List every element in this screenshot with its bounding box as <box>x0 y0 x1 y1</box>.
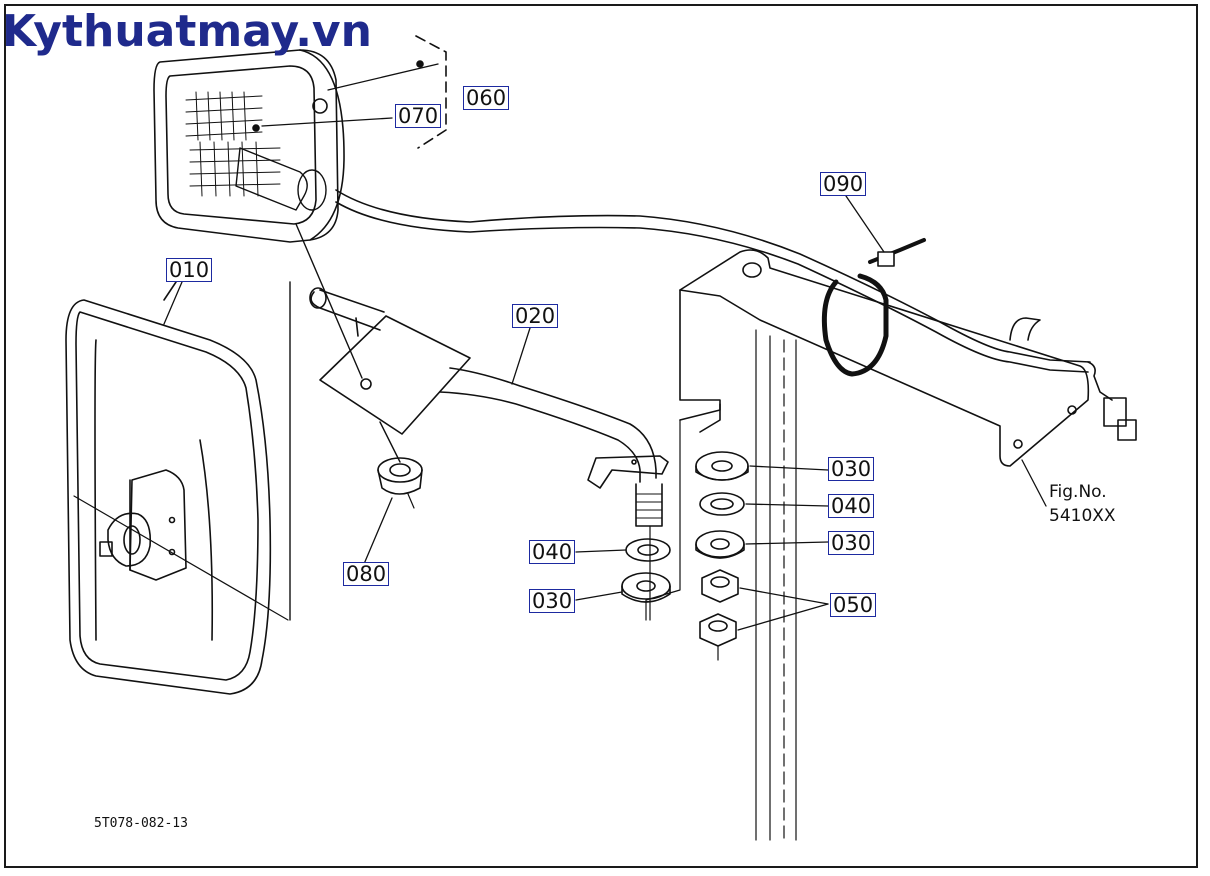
washer-040-upper <box>699 492 745 516</box>
nut-050-upper <box>701 569 739 603</box>
callout-bracket-060 <box>415 35 447 149</box>
drawing-frame <box>4 4 1198 868</box>
callout-040-lower[interactable]: 040 <box>529 540 576 564</box>
washer-030-upper <box>695 451 749 481</box>
lamp-wire <box>335 189 1091 363</box>
lamp-lens-grid <box>185 91 281 197</box>
grommet-080 <box>377 457 423 509</box>
leader-lines <box>163 63 1047 631</box>
callout-040-upper[interactable]: 040 <box>828 494 875 518</box>
washer-030-middle <box>695 530 745 559</box>
cable-tie-090 <box>821 238 926 377</box>
callout-030-middle[interactable]: 030 <box>828 531 875 555</box>
callout-070[interactable]: 070 <box>395 104 442 128</box>
watermark-logo: Kythuatmay.vn <box>2 6 372 57</box>
mirror <box>65 281 289 695</box>
wire-connector <box>1103 397 1127 427</box>
callout-030-upper[interactable]: 030 <box>828 457 875 481</box>
work-lamp <box>153 49 424 243</box>
callout-030-lower[interactable]: 030 <box>529 589 576 613</box>
callout-060[interactable]: 060 <box>463 86 510 110</box>
callout-020[interactable]: 020 <box>512 304 559 328</box>
callout-050[interactable]: 050 <box>830 593 877 617</box>
callout-010[interactable]: 010 <box>166 258 213 282</box>
figure-number[interactable]: 5410XX <box>1049 506 1116 526</box>
figure-label: Fig.No. <box>1049 482 1107 502</box>
washer-040-lower <box>625 538 671 562</box>
mirror-stay <box>289 281 669 621</box>
bracket <box>645 249 1090 841</box>
drawing-number: 5T078-082-13 <box>94 816 188 831</box>
callout-090[interactable]: 090 <box>820 172 867 196</box>
nut-050-lower <box>699 613 737 661</box>
washer-030-lower <box>621 572 671 603</box>
callout-080[interactable]: 080 <box>343 562 390 586</box>
